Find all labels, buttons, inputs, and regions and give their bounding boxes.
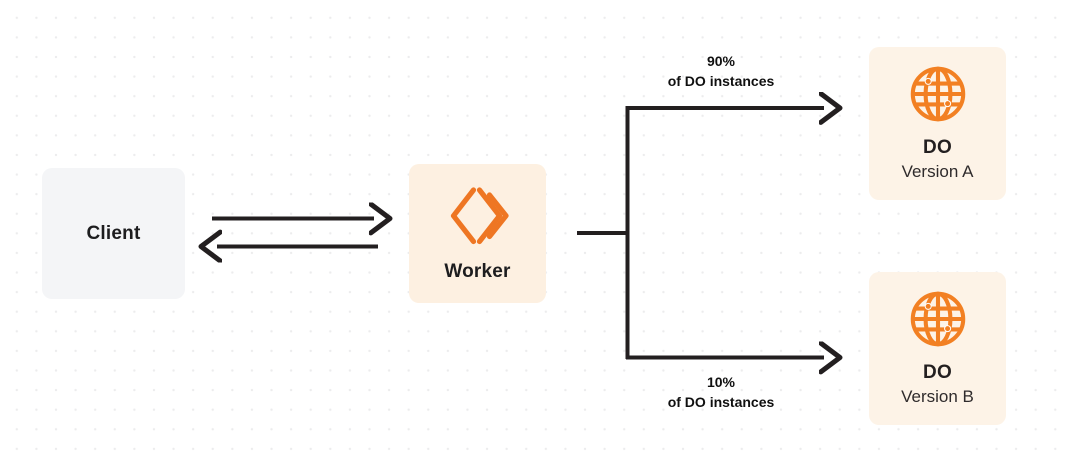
edge-label-do-b: 10% of DO instances bbox=[627, 373, 815, 413]
node-do-b-sublabel: Version B bbox=[901, 387, 974, 406]
node-client-label: Client bbox=[86, 222, 141, 244]
edge-label-do-b-percent: 10% bbox=[706, 374, 736, 390]
node-do-version-a[interactable]: DO Version A bbox=[869, 47, 1006, 200]
node-do-a-sublabel: Version A bbox=[901, 162, 974, 181]
globe-icon bbox=[909, 290, 967, 348]
node-do-version-b[interactable]: DO Version B bbox=[869, 272, 1006, 425]
node-worker[interactable]: Worker bbox=[409, 164, 546, 303]
node-client[interactable]: Client bbox=[42, 168, 185, 299]
edge-label-do-b-description: of DO instances bbox=[667, 393, 775, 410]
cloudflare-workers-icon bbox=[446, 185, 510, 247]
edge-label-do-a-percent: 90% bbox=[706, 53, 736, 69]
node-worker-label: Worker bbox=[444, 260, 511, 282]
node-do-b-label: DO bbox=[922, 362, 953, 383]
node-do-a-label: DO bbox=[922, 137, 953, 158]
edge-label-do-a-description: of DO instances bbox=[667, 72, 775, 89]
globe-icon bbox=[909, 65, 967, 123]
edge-label-do-a: 90% of DO instances bbox=[627, 52, 815, 92]
